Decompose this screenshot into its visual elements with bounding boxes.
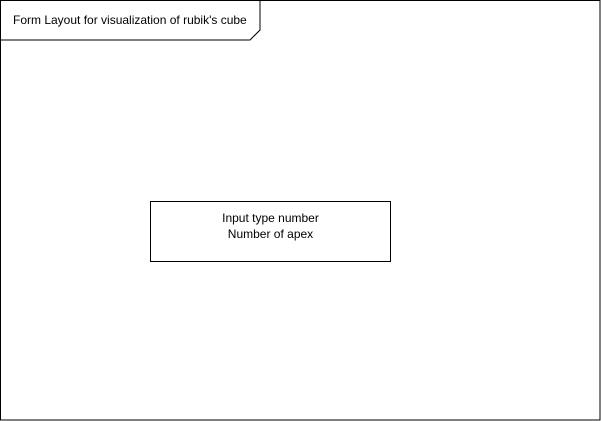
number-input-box[interactable]: Input type number Number of apex (150, 201, 391, 262)
frame-title: Form Layout for visualization of rubik's… (13, 13, 247, 27)
input-type-label: Input type number (222, 211, 319, 225)
input-description-label: Number of apex (227, 227, 314, 241)
frame-title-tab (0, 0, 261, 41)
